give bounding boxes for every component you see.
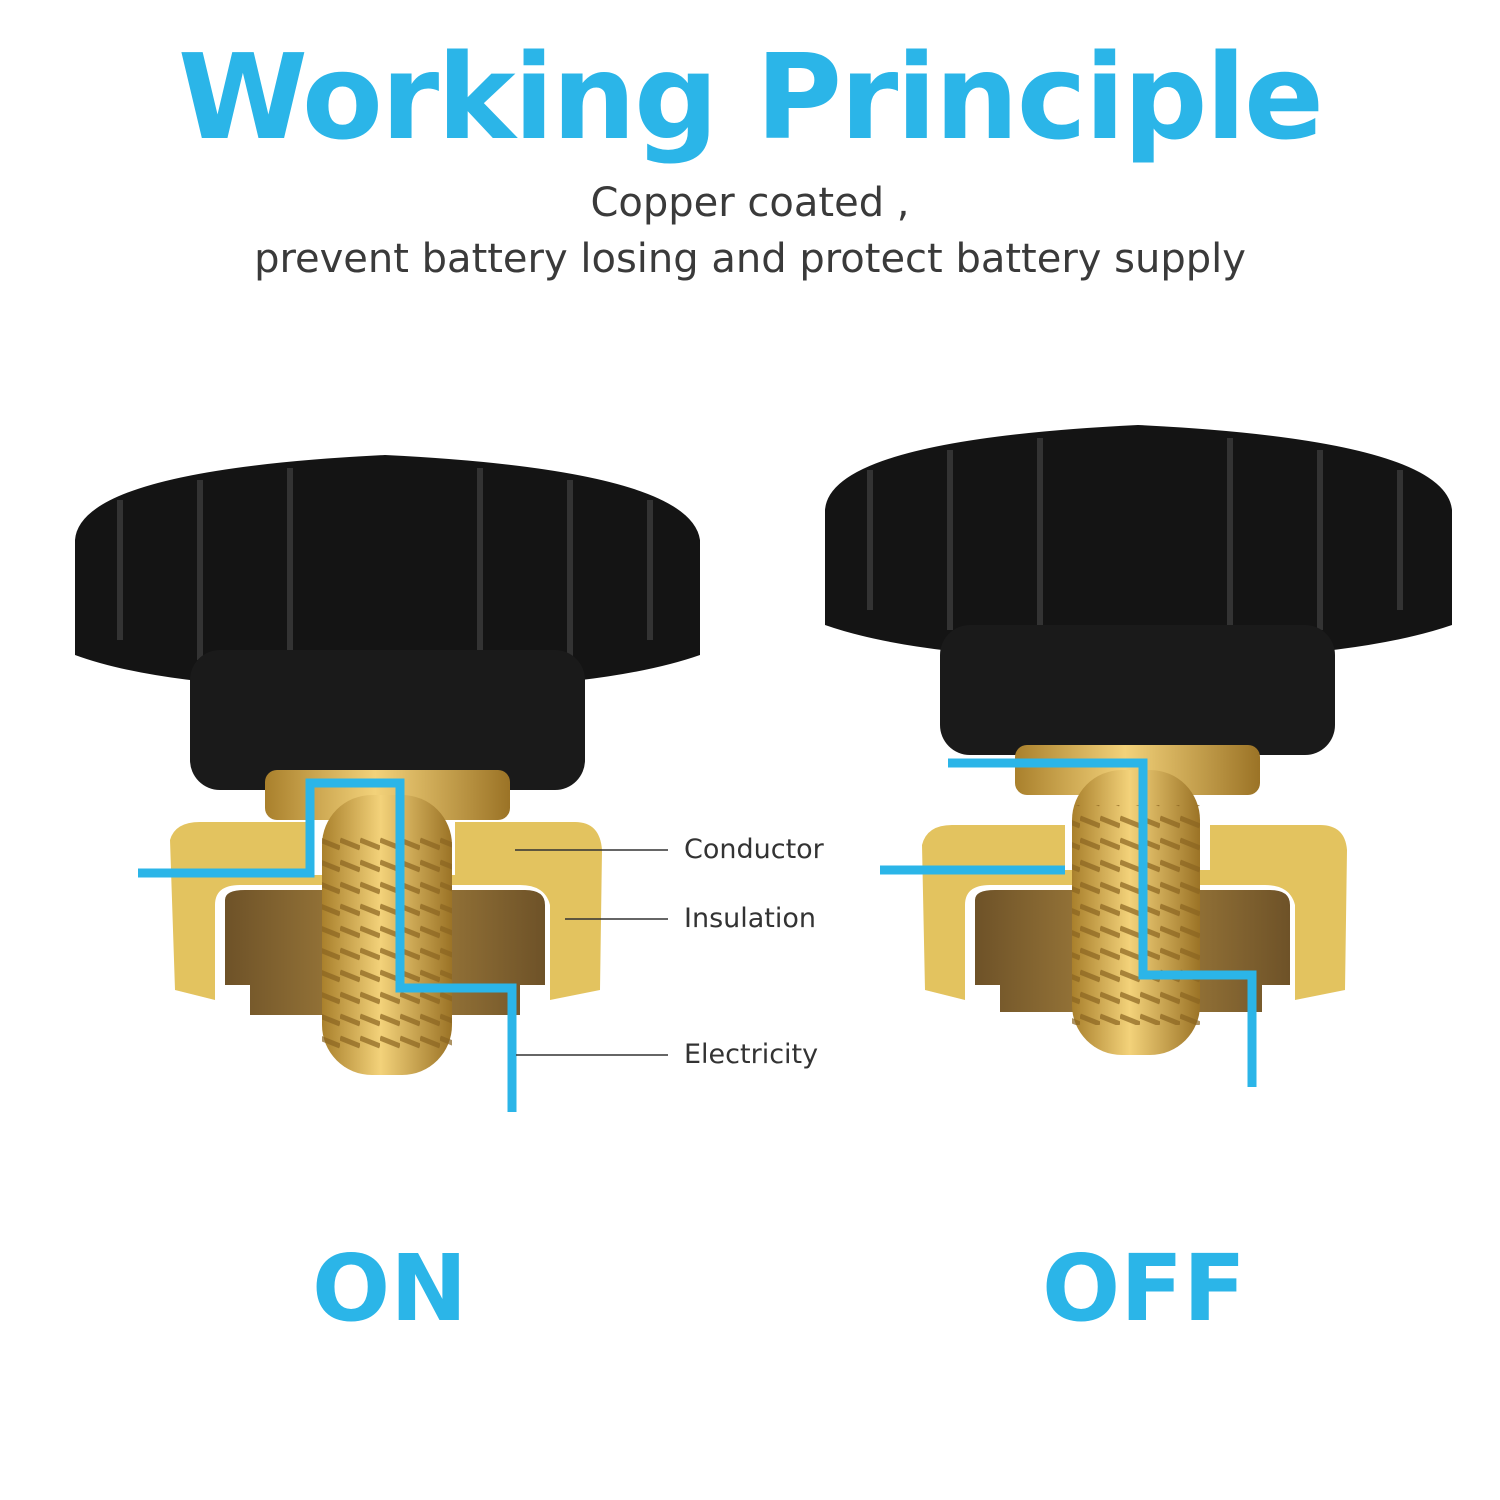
- subtitle-line-2: prevent battery losing and protect batte…: [254, 236, 1246, 282]
- label-conductor: Conductor: [684, 834, 824, 865]
- state-off-label: OFF: [1042, 1235, 1246, 1342]
- electricity-path: [948, 758, 1257, 1087]
- terminal-off: [825, 425, 1452, 1087]
- label-electricity: Electricity: [684, 1039, 819, 1070]
- electricity-path: [138, 778, 517, 1112]
- state-on-label: ON: [312, 1235, 468, 1342]
- collar: [940, 625, 1335, 755]
- page-title: Working Principle: [177, 28, 1324, 166]
- knob: [75, 455, 700, 690]
- knob: [825, 425, 1452, 660]
- collar: [190, 650, 585, 790]
- terminal-on: [75, 455, 700, 1112]
- subtitle-line-1: Copper coated ,: [590, 180, 910, 226]
- label-insulation: Insulation: [684, 903, 817, 934]
- conductor-clamp: [170, 822, 602, 1000]
